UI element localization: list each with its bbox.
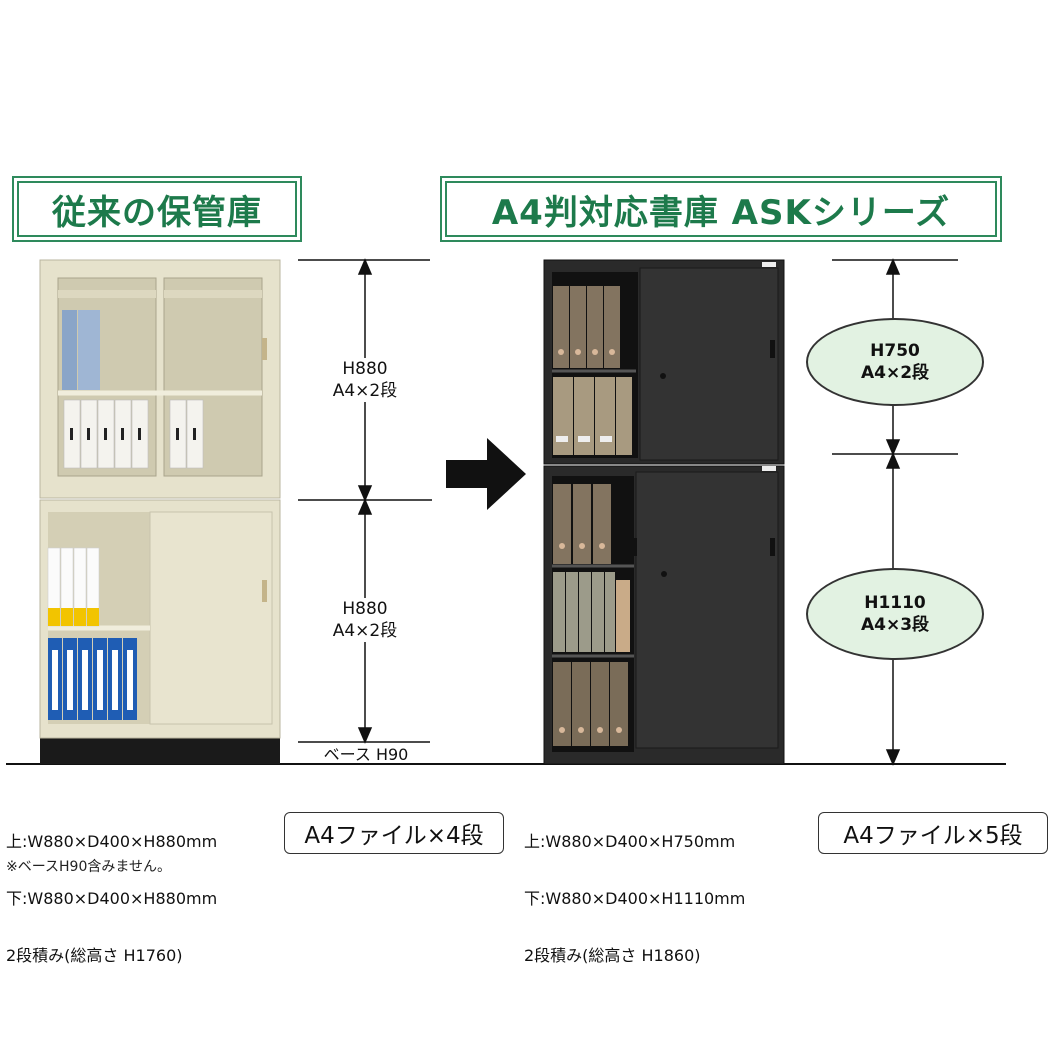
base-label: ベース H90 — [323, 745, 409, 764]
left-lower-dimension-label: H880 A4×2段 — [313, 598, 417, 642]
left-upper-height: H880 — [342, 359, 388, 379]
left-base — [40, 738, 280, 764]
right-capacity-box: A4ファイル×5段 — [818, 812, 1048, 854]
right-title: A4判対応書庫 ASKシリーズ — [445, 181, 997, 237]
right-lower-height: H1110 — [864, 593, 926, 613]
right-title-box: A4判対応書庫 ASKシリーズ — [440, 176, 1002, 242]
right-cabinet-image — [543, 259, 785, 765]
left-spec-line: 上:W880×D400×H880mm — [6, 832, 218, 851]
left-cabinet-image — [39, 259, 281, 764]
right-upper-capacity: A4×2段 — [860, 363, 930, 383]
right-spec-line: 上:W880×D400×H750mm — [524, 832, 736, 851]
left-upper-capacity: A4×2段 — [332, 381, 398, 401]
left-capacity-box: A4ファイル×4段 — [284, 812, 504, 854]
left-lower-height: H880 — [342, 599, 388, 619]
right-arrow-icon — [446, 438, 526, 510]
left-upper-dimension-label: H880 A4×2段 — [313, 358, 417, 402]
left-note: ※ベースH90含みません。 — [6, 859, 171, 875]
right-lower-dimension-oval: H1110 A4×3段 — [806, 568, 984, 660]
left-spec-line: 下:W880×D400×H880mm — [6, 889, 218, 908]
left-title-box: 従来の保管庫 — [12, 176, 302, 242]
right-upper-height: H750 — [870, 341, 920, 361]
right-spec-line: 下:W880×D400×H1110mm — [524, 889, 746, 908]
right-spec-line: 2段積み(総高さ H1860) — [524, 946, 701, 965]
right-lower-capacity: A4×3段 — [860, 615, 930, 635]
left-dimension-lines — [298, 258, 432, 744]
right-spec: 上:W880×D400×H750mm 下:W880×D400×H1110mm 2… — [524, 794, 745, 984]
left-spec: 上:W880×D400×H880mm 下:W880×D400×H880mm 2段… — [6, 794, 217, 984]
left-spec-line: 2段積み(総高さ H1760) — [6, 946, 183, 965]
right-upper-dimension-oval: H750 A4×2段 — [806, 318, 984, 406]
left-title: 従来の保管庫 — [17, 181, 297, 237]
left-lower-capacity: A4×2段 — [332, 621, 398, 641]
